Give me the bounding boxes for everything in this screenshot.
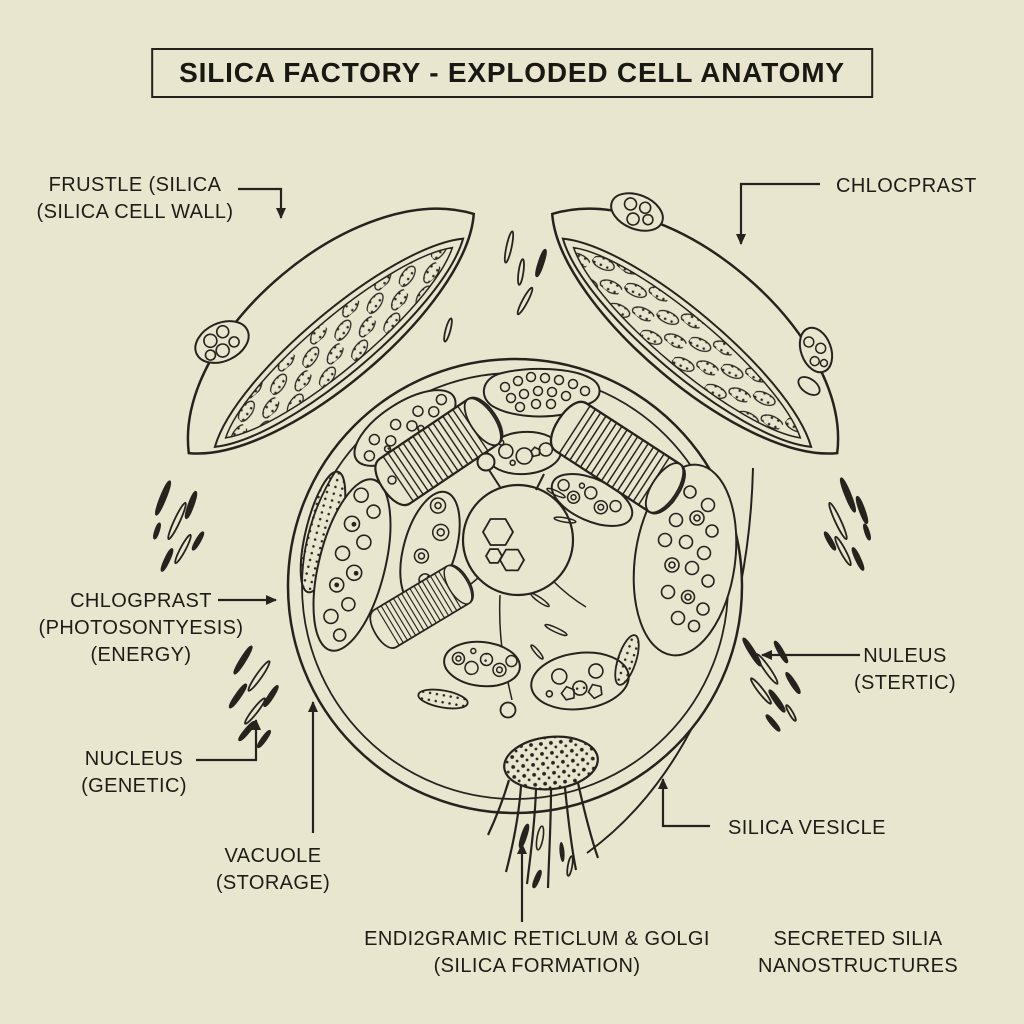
diagram-title: SILICA FACTORY - EXPLODED CELL ANATOMY (151, 48, 873, 98)
label-line: NUCLEUS (84, 748, 184, 770)
silica-vesicle-illustration (487, 735, 600, 889)
label-line: ENDI2GRAMIC RETICLUM & GOLGI (364, 928, 710, 950)
nucleus-right-label: NULEUS (STERTIC) (815, 643, 995, 697)
label-line: VACUOLE (224, 845, 322, 867)
chloroplast-top-label: CHLOCPRAST (836, 173, 977, 200)
label-line: (SILICA FORMATION) (433, 955, 641, 977)
left-large-bean (312, 478, 392, 652)
label-line: FRUSTLE (SILICA (48, 174, 222, 196)
bottom-left-bean (443, 640, 521, 688)
arrow-chloroplast-top (736, 182, 820, 245)
silica-needles-right (823, 477, 871, 571)
bottom-center-ellipse (530, 651, 630, 711)
silica-needles-left-mid (228, 645, 279, 749)
right-frustule-illustration (550, 192, 840, 455)
silica-needles-bottom (518, 823, 574, 889)
er-golgi-label: ENDI2GRAMIC RETICLUM & GOLGI (SILICA FOR… (330, 926, 744, 980)
silica-needles-left (153, 480, 205, 572)
label-line: SECRETED SILIA (773, 928, 943, 950)
arrow-silica-vesicle (658, 778, 710, 828)
label-line: (STERTIC) (853, 672, 957, 694)
silica-needles-top (443, 230, 547, 343)
annotation-arrows (196, 182, 860, 922)
arrow-nucleus-left (196, 719, 261, 762)
label-line: (PHOTOSONTYESIS) (38, 617, 244, 639)
label-line: NULEUS (863, 645, 947, 667)
left-frustule-illustration (186, 207, 476, 455)
frustule-vesicle (194, 320, 250, 364)
label-line: (STORAGE) (215, 872, 331, 894)
secreted-label: SECRETED SILIA NANOSTRUCTURES (758, 926, 958, 980)
vacuole-label: VACUOLE (STORAGE) (183, 843, 363, 897)
silica-needles-right-mid (742, 637, 801, 732)
label-line: (ENERGY) (90, 644, 192, 666)
top-vesicle-cluster (482, 367, 601, 418)
label-line: (GENETIC) (81, 775, 187, 797)
cytoplasm-floaters (387, 475, 577, 719)
chloroplast-left-label: CHLOGPRAST (PHOTOSONTYESIS) (ENERGY) (30, 588, 252, 669)
label-line: CHLOCPRAST (836, 175, 977, 197)
nucleus-illustration (461, 452, 575, 597)
label-line: (SILICA CELL WALL) (36, 201, 234, 223)
dotted-pills (417, 634, 640, 710)
label-line: CHLOGPRAST (70, 590, 212, 612)
label-line: NANOSTRUCTURES (758, 955, 959, 977)
arrow-frustule (238, 187, 286, 219)
frustule-label: FRUSTLE (SILICA (SILICA CELL WALL) (28, 172, 242, 226)
nucleus-left-label: NUCLEUS (GENETIC) (44, 746, 224, 800)
silica-vesicle-label: SILICA VESICLE (728, 815, 886, 842)
label-line: SILICA VESICLE (728, 817, 886, 839)
